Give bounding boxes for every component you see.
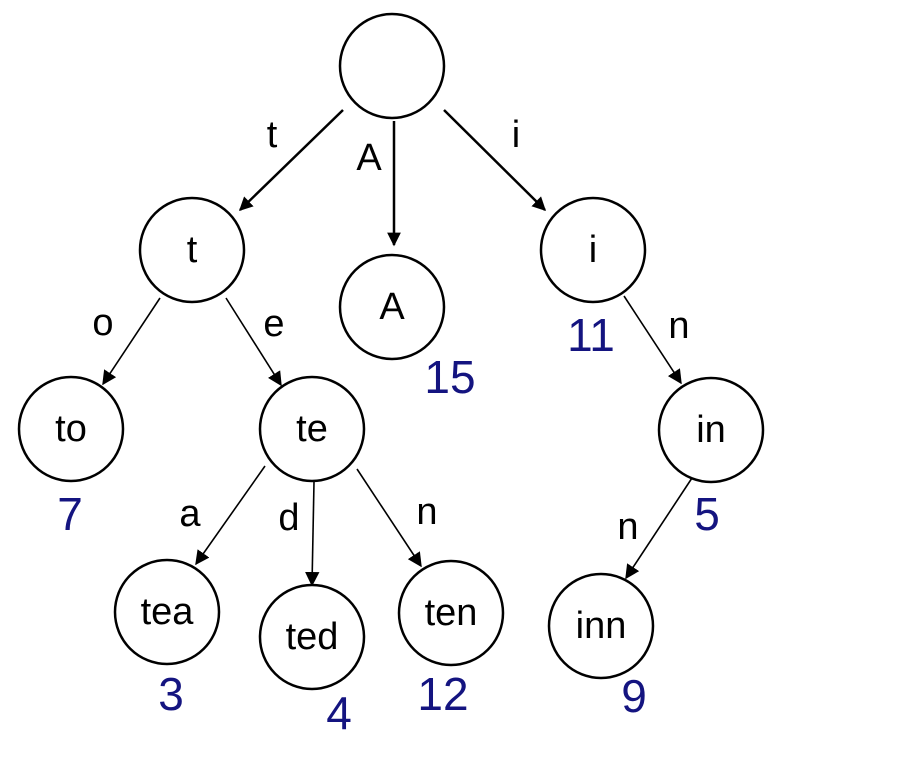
trie-node-tea: tea [113,558,221,666]
node-label-inn: inn [576,605,627,647]
node-value-tea: 3 [158,668,184,720]
edge-label-te-ten: n [416,491,437,533]
edge-root-t [239,109,344,211]
trie-node-i: i [539,196,647,304]
edge-te-tea [195,465,266,566]
node-circle-root [338,12,446,120]
node-value-ten: 12 [417,668,468,720]
node-label-in: in [696,409,726,451]
node-label-ten: ten [425,592,478,634]
edge-label-root-t: t [267,114,278,156]
edge-in-inn [625,477,693,580]
node-circle-ted [258,583,366,691]
node-values: 15 11 7 5 3 4 12 9 [57,309,720,739]
edge-label-root-i: i [512,114,520,156]
node-value-to: 7 [57,488,83,540]
node-label-i: i [589,229,597,271]
edge-label-root-A: A [356,137,382,179]
node-circle-te [258,375,366,483]
edge-label-in-inn: n [617,506,638,548]
node-label-ted: ted [286,616,339,658]
trie-node-in: in [657,376,765,484]
nodes: t A i to te in tea ted [17,12,765,691]
node-value-inn: 9 [621,670,647,722]
edge-te-ted [305,481,320,587]
edge-t-te [225,297,282,387]
edge-i-in [623,295,682,385]
edge-te-ten [356,468,422,568]
node-label-te: te [296,408,328,450]
edge-label-te-tea: a [179,493,201,535]
node-circle-ten [397,559,505,667]
edge-t-to [102,297,161,386]
node-value-i: 11 [567,309,615,361]
node-label-tea: tea [141,591,195,633]
node-circle-i [539,196,647,304]
trie-node-ten: ten [397,559,505,667]
edge-label-te-ted: d [278,497,299,539]
trie-node-root [338,12,446,120]
trie-node-ted: ted [258,583,366,691]
node-value-in: 5 [694,488,720,540]
trie-node-te: te [258,375,366,483]
trie-node-inn: inn [547,572,655,680]
edges: t A i o e n a d n n [92,109,693,587]
node-circle-t [138,196,246,304]
node-value-A: 15 [424,351,475,403]
edge-label-i-in: n [668,305,689,347]
node-circle-A [338,253,446,361]
node-circle-inn [547,572,655,680]
trie-node-t: t [138,196,246,304]
edge-root-i [443,109,546,211]
node-label-A: A [379,286,405,328]
edge-label-t-to: o [92,302,113,344]
node-label-t: t [187,229,198,271]
node-circle-to [17,375,125,483]
trie-node-A: A [338,253,446,361]
node-circle-in [657,376,765,484]
node-value-ted: 4 [326,687,352,739]
edge-label-t-te: e [263,303,284,345]
node-circle-tea [113,558,221,666]
trie-node-to: to [17,375,125,483]
node-label-to: to [55,408,87,450]
